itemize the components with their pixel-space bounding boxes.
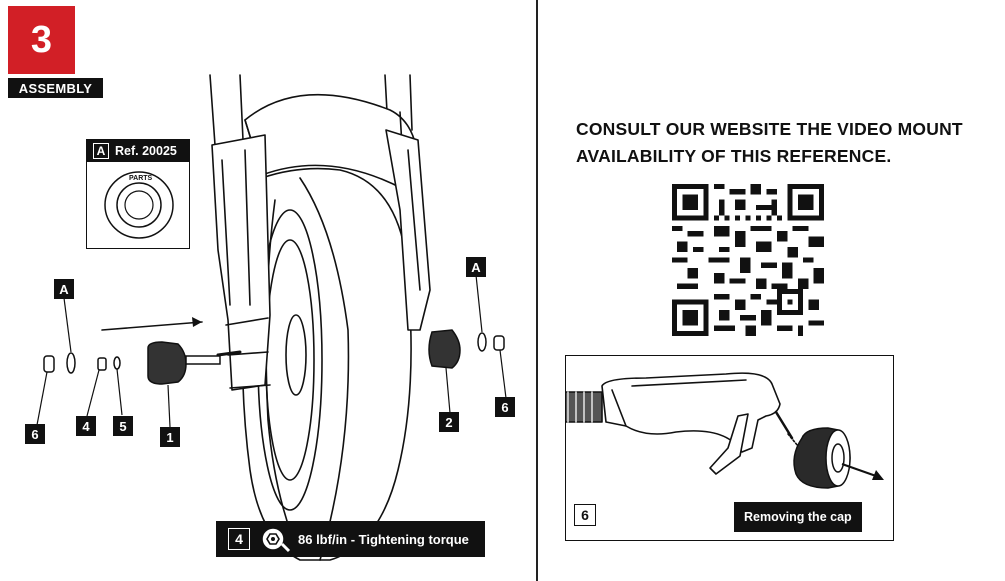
part-6-cap-left <box>43 355 55 373</box>
detail-callout-header: A Ref. 20025 <box>87 140 189 162</box>
wrench-torque-icon <box>261 527 291 553</box>
tag-part-1: 1 <box>160 427 180 447</box>
website-notice: CONSULT OUR WEBSITE THE VIDEO MOUNT AVAI… <box>576 119 963 166</box>
torque-text: 86 lbf/in - Tightening torque <box>298 531 469 547</box>
detail-callout-letter: A <box>93 143 109 159</box>
part-4-nut <box>97 357 107 371</box>
torque-step-number: 4 <box>228 528 250 550</box>
step-badge: 3 ASSEMBLY <box>8 6 103 98</box>
washer-a-right <box>477 332 487 352</box>
tag-part-6-left: 6 <box>25 424 45 444</box>
part-1-slider <box>147 341 187 385</box>
tag-a-right: A <box>466 257 486 277</box>
tag-part-6-right: 6 <box>495 397 515 417</box>
washer-detail-image: PARTS <box>104 171 174 239</box>
detail-callout-reference: Ref. 20025 <box>115 144 177 158</box>
tag-part-2: 2 <box>439 412 459 432</box>
part-2-slider <box>428 329 461 369</box>
photo-step-number: 6 <box>574 504 596 526</box>
washer-a-left <box>66 352 76 374</box>
removing-cap-illustration: 6 Removing the cap <box>565 355 894 541</box>
qr-code-icon[interactable] <box>672 184 824 336</box>
step-number: 3 <box>8 6 75 74</box>
front-wheel-assembly-drawing <box>36 74 507 561</box>
tag-part-5: 5 <box>113 416 133 436</box>
part-5-washer <box>113 356 121 370</box>
torque-spec-bar: 4 86 lbf/in - Tightening torque <box>216 521 485 557</box>
step-label: ASSEMBLY <box>8 78 103 98</box>
photo-caption: Removing the cap <box>734 502 862 532</box>
air-gun-drawing <box>566 372 884 489</box>
tag-a-left: A <box>54 279 74 299</box>
part-6-cap-right <box>493 335 505 351</box>
detail-callout-a: A Ref. 20025 PARTS <box>86 139 190 249</box>
page-divider <box>536 0 538 581</box>
tag-part-4: 4 <box>76 416 96 436</box>
washer-ring-text: PARTS <box>129 175 153 182</box>
